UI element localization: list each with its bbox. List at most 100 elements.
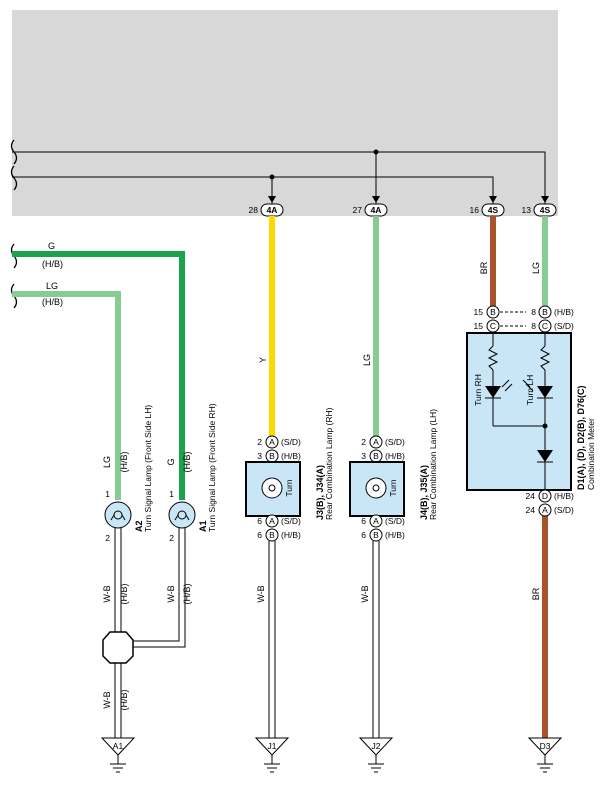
svg-text:A: A bbox=[373, 437, 379, 447]
wire-label: (H/B) bbox=[182, 584, 192, 605]
wire-label: W-B bbox=[256, 585, 266, 602]
svg-text:2: 2 bbox=[257, 437, 262, 447]
svg-text:3: 3 bbox=[257, 451, 262, 461]
svg-text:A: A bbox=[269, 437, 275, 447]
wire-label: (H/B) bbox=[119, 690, 129, 711]
svg-text:B: B bbox=[373, 451, 379, 461]
svg-text:Turn LH: Turn LH bbox=[525, 375, 535, 405]
component-name: Rear Combination Lamp (LH) bbox=[428, 409, 438, 520]
wire-label: G bbox=[48, 241, 55, 251]
connector-4a-27: 4A 27 bbox=[353, 203, 388, 217]
svg-text:24: 24 bbox=[526, 491, 536, 501]
arrow-icon bbox=[489, 196, 497, 203]
svg-text:(S/D): (S/D) bbox=[281, 437, 301, 447]
svg-text:4A: 4A bbox=[371, 205, 382, 215]
svg-text:2: 2 bbox=[361, 437, 366, 447]
svg-text:4A: 4A bbox=[267, 205, 278, 215]
svg-text:(H/B): (H/B) bbox=[385, 451, 405, 461]
wire-break-icon bbox=[10, 139, 18, 165]
svg-text:4S: 4S bbox=[540, 205, 551, 215]
ground-d3-icon: D3 bbox=[527, 737, 563, 773]
svg-text:6: 6 bbox=[361, 530, 366, 540]
svg-text:(H/B): (H/B) bbox=[281, 530, 301, 540]
wire-label: LG bbox=[46, 281, 58, 291]
svg-text:D3: D3 bbox=[540, 741, 551, 751]
wire-label: Y bbox=[258, 357, 268, 363]
wire-label: LG bbox=[102, 456, 112, 468]
wire-label: (H/B) bbox=[119, 584, 129, 605]
svg-text:J1: J1 bbox=[268, 741, 277, 751]
lamp-a1: 1 2 bbox=[168, 489, 196, 543]
lamp-a2: 1 2 bbox=[104, 489, 132, 543]
arrow-icon bbox=[268, 196, 276, 203]
svg-text:Turn: Turn bbox=[388, 479, 398, 496]
svg-text:B: B bbox=[373, 530, 379, 540]
svg-text:(H/B): (H/B) bbox=[554, 491, 574, 501]
meter-connector-top: B 15 C 15 8 8 B (H/B) C (S/D) bbox=[474, 305, 574, 333]
svg-text:B: B bbox=[542, 307, 548, 317]
wire-label: (H/B) bbox=[42, 297, 63, 307]
svg-text:1: 1 bbox=[169, 489, 174, 499]
svg-text:(H/B): (H/B) bbox=[385, 530, 405, 540]
upper-block bbox=[12, 10, 558, 216]
svg-text:B: B bbox=[490, 307, 496, 317]
component-code: J4(B), J35(A) bbox=[419, 465, 429, 520]
component-code: A2 bbox=[134, 520, 144, 532]
svg-text:D: D bbox=[542, 491, 548, 501]
svg-text:(S/D): (S/D) bbox=[385, 516, 405, 526]
ground-j1-icon: J1 bbox=[254, 737, 290, 773]
svg-text:(H/B): (H/B) bbox=[281, 451, 301, 461]
ground-a1-icon: A1 bbox=[100, 737, 136, 773]
svg-text:Turn: Turn bbox=[284, 479, 294, 496]
svg-text:15: 15 bbox=[474, 321, 484, 331]
component-name: Combination Meter bbox=[586, 418, 596, 490]
rear-lamp-rh: A 2 (S/D) B 3 (H/B) Turn A 6 (S/D) B 6 (… bbox=[245, 435, 301, 542]
bus-line-1 bbox=[12, 151, 546, 205]
ground-j2-icon: J2 bbox=[358, 737, 394, 773]
svg-text:16: 16 bbox=[470, 205, 480, 215]
svg-text:24: 24 bbox=[526, 505, 536, 515]
svg-text:27: 27 bbox=[353, 205, 363, 215]
rear-lamp-lh: A 2 (S/D) B 3 (H/B) Turn A 6 (S/D) B 6 (… bbox=[349, 435, 405, 542]
svg-text:B: B bbox=[269, 530, 275, 540]
wire-wb-j2 bbox=[372, 541, 380, 738]
svg-text:C: C bbox=[490, 321, 496, 331]
wire-label: (H/B) bbox=[42, 259, 63, 269]
connector-4s-13: 4S 13 bbox=[522, 203, 557, 217]
svg-text:C: C bbox=[542, 321, 548, 331]
component-code: J3(B), J34(A) bbox=[315, 465, 325, 520]
svg-text:(S/D): (S/D) bbox=[385, 437, 405, 447]
wire-label: (H/B) bbox=[182, 452, 192, 473]
svg-text:1: 1 bbox=[105, 489, 110, 499]
wire-label: W-B bbox=[102, 585, 112, 602]
svg-text:6: 6 bbox=[257, 530, 262, 540]
svg-text:A: A bbox=[542, 505, 548, 515]
junction-dot bbox=[269, 174, 275, 180]
wire-wb-left bbox=[114, 528, 122, 738]
svg-text:4S: 4S bbox=[488, 205, 499, 215]
component-name: Rear Combination Lamp (RH) bbox=[324, 407, 334, 520]
svg-text:(S/D): (S/D) bbox=[554, 321, 574, 331]
svg-text:3: 3 bbox=[361, 451, 366, 461]
svg-text:6: 6 bbox=[257, 516, 262, 526]
arrow-icon bbox=[541, 196, 549, 203]
component-name: Turn Signal Lamp (Front Side LH) bbox=[143, 405, 153, 532]
svg-text:2: 2 bbox=[105, 533, 110, 543]
wire-label: LG bbox=[362, 354, 372, 366]
wire-label: W-B bbox=[360, 585, 370, 602]
wire-label: (H/B) bbox=[119, 452, 129, 473]
junction-dot bbox=[373, 149, 379, 155]
connector-4a-28: 4A 28 bbox=[249, 203, 284, 217]
svg-text:(S/D): (S/D) bbox=[281, 516, 301, 526]
component-code: A1 bbox=[198, 520, 208, 532]
meter-connector-bottom: D 24 (H/B) A 24 (S/D) bbox=[526, 489, 574, 517]
svg-text:J2: J2 bbox=[372, 741, 381, 751]
splice-point-icon bbox=[102, 631, 134, 664]
arrow-icon bbox=[372, 196, 380, 203]
wire-label: G bbox=[166, 458, 176, 465]
wire-label: W-B bbox=[166, 585, 176, 602]
wire-break-icon bbox=[10, 165, 18, 191]
svg-text:A: A bbox=[373, 516, 379, 526]
svg-text:(H/B): (H/B) bbox=[554, 307, 574, 317]
